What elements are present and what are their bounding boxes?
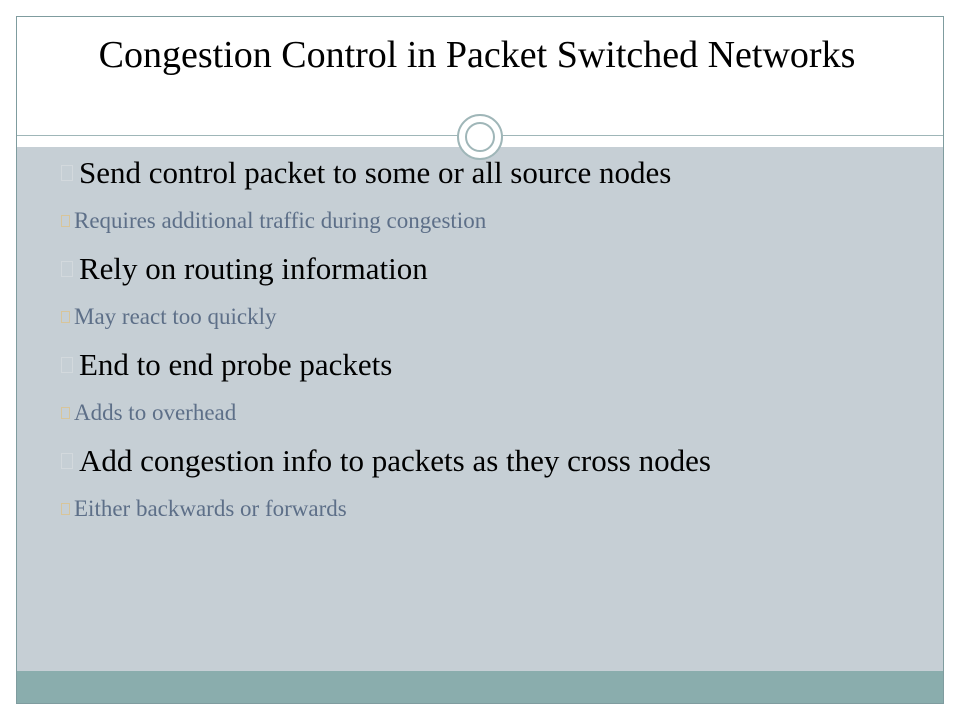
bullet-item: End to end probe packets — [61, 343, 921, 387]
bullet-item: Send control packet to some or all sourc… — [61, 151, 921, 195]
bullet-marker-icon — [61, 357, 73, 373]
sub-bullet-text: Requires additional traffic during conge… — [74, 208, 487, 233]
bullet-text: Send control packet to some or all sourc… — [79, 155, 672, 190]
sub-bullet-item: Adds to overhead — [61, 387, 921, 439]
bullet-item: Add congestion info to packets as they c… — [61, 439, 921, 483]
bullet-list: Send control packet to some or all sourc… — [61, 151, 921, 535]
sub-bullet-item: May react too quickly — [61, 291, 921, 343]
slide-title: Congestion Control in Packet Switched Ne… — [98, 34, 856, 76]
decorative-ring-icon — [457, 114, 503, 160]
sub-bullet-text: May react too quickly — [74, 304, 277, 329]
sub-bullet-text: Either backwards or forwards — [74, 496, 347, 521]
footer-band — [17, 671, 943, 703]
bullet-text: Add congestion info to packets as they c… — [79, 443, 711, 478]
bullet-marker-icon — [61, 165, 73, 181]
sub-bullet-text: Adds to overhead — [74, 400, 237, 425]
sub-bullet-marker-icon — [61, 311, 70, 323]
decorative-ring-inner — [465, 122, 495, 152]
slide: Congestion Control in Packet Switched Ne… — [16, 16, 944, 704]
bullet-item: Rely on routing information — [61, 247, 921, 291]
sub-bullet-marker-icon — [61, 407, 70, 419]
bullet-text: End to end probe packets — [79, 347, 393, 382]
bullet-text: Rely on routing information — [79, 251, 428, 286]
bullet-marker-icon — [61, 453, 73, 469]
bullet-marker-icon — [61, 261, 73, 277]
sub-bullet-marker-icon — [61, 215, 70, 227]
sub-bullet-marker-icon — [61, 503, 70, 515]
sub-bullet-item: Either backwards or forwards — [61, 483, 921, 535]
content-area — [17, 147, 943, 671]
sub-bullet-item: Requires additional traffic during conge… — [61, 195, 921, 247]
